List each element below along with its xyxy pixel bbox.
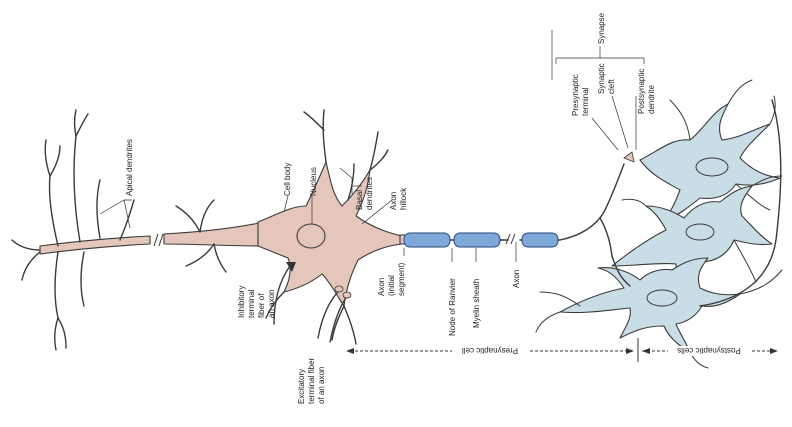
svg-text:Excitatory: Excitatory	[297, 369, 306, 404]
svg-text:Presynaptic: Presynaptic	[571, 74, 580, 116]
svg-text:Postsynaptic: Postsynaptic	[637, 69, 646, 114]
axon	[403, 151, 635, 287]
svg-text:of an axon: of an axon	[317, 367, 326, 404]
nucleus	[296, 223, 326, 249]
label-synapse: Synapse	[597, 12, 606, 44]
labels: Apical dendrites Cell body Nucleus Basal…	[125, 12, 656, 404]
label-apical-dendrites: Apical dendrites	[125, 139, 134, 196]
svg-text:(initial: (initial	[387, 275, 396, 296]
svg-text:Synaptic: Synaptic	[597, 63, 606, 94]
myelin-sheath-1	[403, 232, 451, 248]
apical-dendrite-trunk	[39, 235, 151, 255]
label-myelin-sheath: Myelin sheath	[472, 279, 481, 328]
svg-text:Axon: Axon	[377, 278, 386, 296]
label-excitatory-terminal-fiber: Excitatory terminal fiber of an axon	[297, 357, 326, 404]
label-inhibitory-terminal-fiber: Inhibitory terminal fiber of an axon	[237, 286, 276, 318]
presynaptic-dendrites	[11, 109, 389, 351]
svg-text:terminal: terminal	[581, 87, 590, 116]
leader-lines	[99, 30, 645, 262]
svg-text:Inhibitory: Inhibitory	[237, 286, 246, 318]
label-postsynaptic-cells: Postsynaptic cells	[677, 346, 741, 355]
svg-text:cleft: cleft	[607, 79, 616, 94]
label-cell-body: Cell body	[283, 163, 292, 196]
postsynaptic-nucleus-middle	[685, 223, 715, 241]
svg-text:an axon: an axon	[267, 290, 276, 318]
label-basal-dendrites-1: Basal	[355, 190, 364, 210]
svg-text:terminal: terminal	[247, 289, 256, 318]
label-node-of-ranvier: Node of Ranvier	[448, 278, 457, 336]
label-axon-hillock-1: Axon	[389, 192, 398, 210]
postsynaptic-nucleus-bottom	[646, 289, 678, 307]
label-synaptic-cleft: Synaptic cleft	[597, 63, 616, 94]
excitatory-terminal-fibers	[317, 285, 352, 343]
axon-break	[505, 233, 516, 245]
postsynaptic-cell-bottom	[559, 257, 741, 353]
myelin-sheath-2	[453, 232, 501, 248]
label-nucleus: Nucleus	[309, 167, 318, 196]
svg-text:segment): segment)	[397, 262, 406, 296]
inhibitory-terminal-fiber	[273, 262, 296, 325]
cell-region-arrows: Presynaptic cell Postsynaptic cells	[346, 338, 778, 362]
label-basal-dendrites-2: dendrites	[365, 177, 374, 210]
label-presynaptic-terminal: Presynaptic terminal	[571, 74, 590, 116]
label-axon-initial-segment: Axon (initial segment)	[377, 262, 406, 296]
label-axon: Axon	[512, 270, 521, 288]
svg-text:fiber of: fiber of	[257, 293, 266, 318]
dendrite-break	[153, 233, 164, 247]
svg-text:dendrite: dendrite	[647, 85, 656, 114]
postsynaptic-cells	[535, 79, 783, 369]
label-axon-hillock-2: hillock	[399, 187, 408, 210]
presynaptic-terminal-bouton	[623, 151, 635, 163]
label-postsynaptic-dendrite: Postsynaptic dendrite	[637, 69, 656, 114]
postsynaptic-nucleus-top	[695, 157, 729, 177]
myelin-sheath-3	[521, 232, 559, 248]
label-presynaptic-cell: Presynaptic cell	[462, 346, 518, 355]
svg-text:terminal fiber: terminal fiber	[307, 357, 316, 404]
